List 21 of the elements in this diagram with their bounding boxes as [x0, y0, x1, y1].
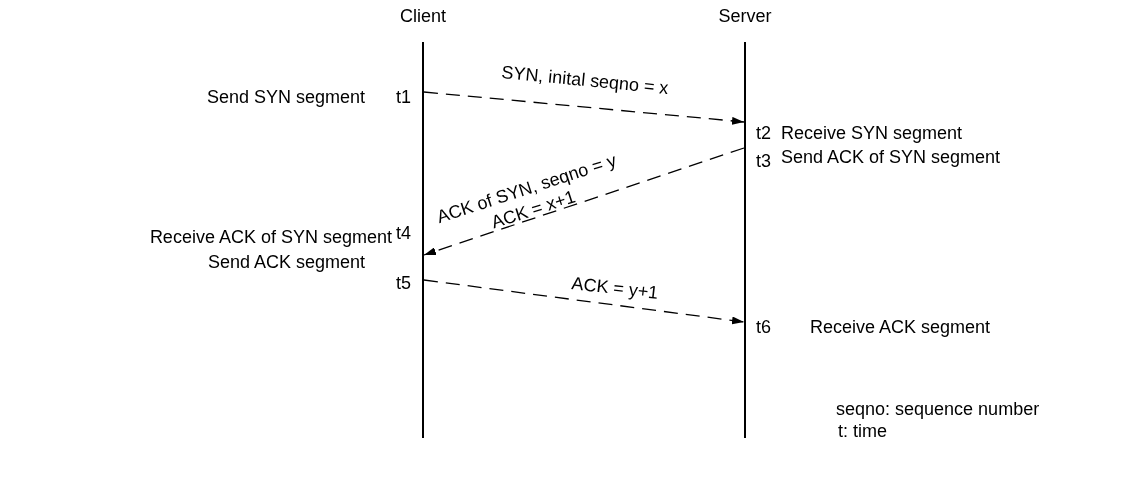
lifeline-heading: Client [399, 6, 447, 27]
message-arrow [423, 147, 745, 256]
annotation-text: seqno: sequence number [836, 398, 1040, 420]
time-label: t4 [396, 222, 411, 244]
annotation-text: Receive ACK of SYN segment [149, 226, 392, 248]
time-label: t5 [396, 272, 411, 294]
annotation-text: Send ACK of SYN segment [781, 146, 1001, 168]
message-label: ACK = y+1 [569, 272, 661, 305]
time-label: t6 [756, 316, 771, 338]
time-label: t1 [396, 86, 411, 108]
message-arrow [423, 91, 745, 125]
annotation-text: t: time [838, 420, 887, 442]
annotation-text: Receive ACK segment [810, 316, 991, 338]
annotation-text: Send ACK segment [207, 251, 365, 273]
time-label: t2 [756, 122, 771, 144]
lifeline-heading: Server [717, 6, 773, 27]
annotation-text: Send SYN segment [206, 86, 365, 108]
annotation-text: Receive SYN segment [781, 122, 963, 144]
message-label: SYN, inital seqno = x [499, 61, 671, 100]
message-arrow [423, 279, 745, 325]
time-label: t3 [756, 150, 771, 172]
